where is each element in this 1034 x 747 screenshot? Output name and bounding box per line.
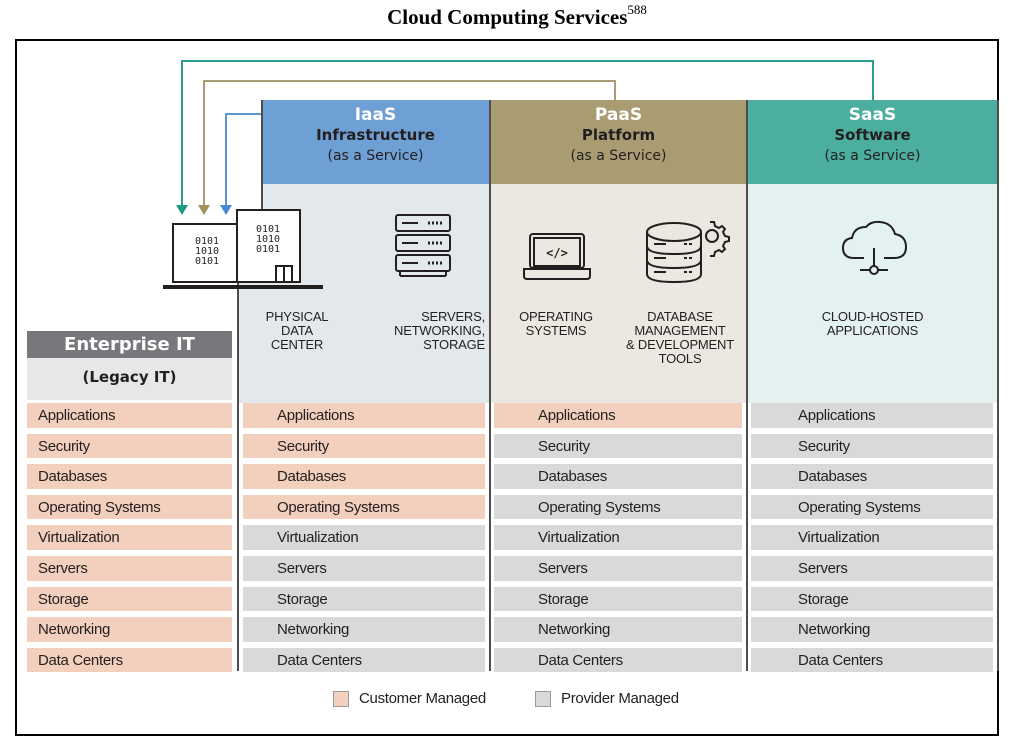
iaas-body-left: [238, 283, 262, 403]
stack-row-applications: Applications: [751, 403, 993, 428]
cloud-network-icon: [840, 220, 910, 280]
paas-abbr: PaaS: [594, 105, 643, 125]
divider-enterprise-iaas: [237, 283, 239, 671]
code-line: 1010: [255, 234, 281, 245]
stack-row-databases: Databases: [494, 464, 742, 489]
stack-row-applications: Applications: [494, 403, 742, 428]
enterprise-building-icon: 0101 1010 0101 0101 1010 0101: [163, 208, 323, 298]
saas-arrowhead-icon: [176, 205, 188, 215]
code-line: 0101: [194, 236, 220, 247]
iaas-name: Infrastructure: [316, 126, 435, 144]
code-line: 1010: [194, 246, 220, 257]
iaas-sub: (as a Service): [327, 148, 424, 164]
stack-row-networking: Networking: [751, 617, 993, 642]
enterprise-it-subtitle: (Legacy IT): [27, 358, 232, 400]
stack-row-virtualization: Virtualization: [243, 525, 485, 550]
svg-text:</>: </>: [546, 246, 568, 260]
stack-row-databases: Databases: [27, 464, 232, 489]
saas-body: [747, 184, 998, 403]
stack-row-servers: Servers: [27, 556, 232, 581]
stack-row-security: Security: [494, 433, 742, 459]
stack-row-networking: Networking: [243, 617, 485, 642]
title-text: Cloud Computing Services: [387, 5, 628, 29]
legend: Customer Managed Provider Managed: [0, 690, 1034, 712]
caption-database-tools: DATABASE MANAGEMENT & DEVELOPMENT TOOLS: [626, 309, 734, 366]
stack-row-data-centers: Data Centers: [243, 647, 485, 673]
caption-physical-data-center: PHYSICAL DATA CENTER: [265, 309, 329, 352]
iaas-abbr: IaaS: [354, 105, 397, 125]
divider-iaas-paas: [489, 100, 491, 671]
stack-row-servers: Servers: [243, 556, 485, 581]
saas-abbr: SaaS: [848, 105, 897, 125]
stack-row-networking: Networking: [494, 617, 742, 642]
stack-row-operating-systems: Operating Systems: [494, 494, 742, 520]
database-gear-icon: [644, 218, 732, 284]
customer-managed-swatch: [333, 690, 349, 707]
code-line: 0101: [255, 224, 281, 235]
iaas-arrowhead-icon: [220, 205, 232, 215]
stack-row-networking: Networking: [27, 617, 232, 642]
paas-name: Platform: [581, 126, 656, 144]
stack-row-applications: Applications: [27, 403, 232, 428]
stack-row-data-centers: Data Centers: [751, 647, 993, 673]
building-code-right: 0101 1010 0101: [250, 225, 286, 255]
caption-servers-networking-storage: SERVERS, NETWORKING, STORAGE: [394, 309, 485, 352]
caption-cloud-hosted-apps: CLOUD-HOSTED APPLICATIONS: [821, 309, 924, 338]
paas-sub: (as a Service): [570, 148, 667, 164]
stack-row-virtualization: Virtualization: [27, 525, 232, 550]
stack-row-servers: Servers: [494, 556, 742, 581]
saas-sub: (as a Service): [824, 148, 921, 164]
code-line: 0101: [194, 256, 220, 267]
stack-row-storage: Storage: [494, 586, 742, 612]
building-code-left: 0101 1010 0101: [189, 237, 225, 267]
stack-row-databases: Databases: [751, 464, 993, 489]
enterprise-it-title: Enterprise IT: [27, 331, 232, 358]
divider-iaas-top: [261, 100, 263, 210]
divider-paas-saas: [746, 100, 748, 671]
stack-row-virtualization: Virtualization: [494, 525, 742, 550]
stack-row-security: Security: [27, 433, 232, 459]
paas-body: [490, 184, 747, 403]
legend-customer-managed: Customer Managed: [333, 690, 486, 707]
stack-row-virtualization: Virtualization: [751, 525, 993, 550]
stack-row-data-centers: Data Centers: [494, 647, 742, 673]
stack-row-data-centers: Data Centers: [27, 647, 232, 673]
saas-name: Software: [834, 126, 911, 144]
legend-label: Provider Managed: [561, 690, 679, 707]
code-line: 0101: [255, 244, 281, 255]
legend-provider-managed: Provider Managed: [535, 690, 679, 707]
iaas-header: IaaS Infrastructure (as a Service): [262, 100, 489, 184]
stack-row-storage: Storage: [751, 586, 993, 612]
stack-row-operating-systems: Operating Systems: [751, 494, 993, 520]
saas-header: SaaS Software (as a Service): [747, 100, 998, 184]
stack-row-storage: Storage: [27, 586, 232, 612]
paas-arrowhead-icon: [198, 205, 210, 215]
provider-managed-swatch: [535, 690, 551, 707]
legend-label: Customer Managed: [359, 690, 486, 707]
server-rack-icon: [393, 212, 453, 278]
laptop-code-icon: </>: [522, 232, 592, 282]
stack-row-applications: Applications: [243, 403, 485, 428]
stack-row-security: Security: [243, 433, 485, 459]
divider-saas-right: [997, 100, 999, 671]
stack-row-storage: Storage: [243, 586, 485, 612]
stack-row-security: Security: [751, 433, 993, 459]
stack-row-databases: Databases: [243, 464, 485, 489]
caption-operating-systems: OPERATING SYSTEMS: [519, 309, 593, 338]
paas-header: PaaS Platform (as a Service): [490, 100, 747, 184]
stack-row-operating-systems: Operating Systems: [243, 494, 485, 520]
footnote-ref: 588: [627, 2, 647, 17]
stack-row-servers: Servers: [751, 556, 993, 581]
stack-row-operating-systems: Operating Systems: [27, 494, 232, 520]
page-title: Cloud Computing Services588: [0, 2, 1034, 30]
